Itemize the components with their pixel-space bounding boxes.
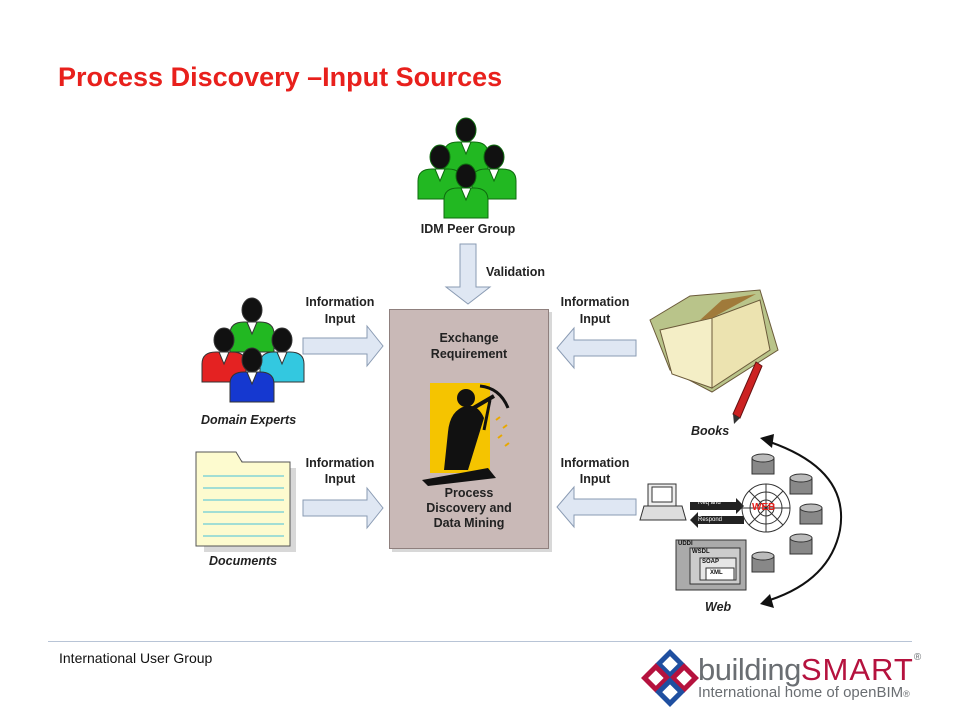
uddi-label: UDDI	[678, 541, 693, 547]
input-label-1b: Input	[324, 312, 356, 326]
documents-caption: Documents	[209, 554, 278, 568]
soap-label: SOAP	[702, 559, 720, 565]
req-respond-label-1: Req and	[698, 500, 721, 506]
input-label-1a: Information	[305, 295, 375, 309]
input-label-4a: Information	[560, 456, 630, 470]
web-word: WEB	[752, 502, 776, 513]
input-label-3a: Information	[560, 295, 630, 309]
data-mining-miner-icon	[422, 383, 510, 486]
footer-divider	[48, 641, 912, 642]
logo-word-brand: SMART	[800, 652, 914, 687]
center-bottom-label-3: Data Mining	[433, 516, 505, 530]
footer-org-text: International User Group	[59, 650, 213, 666]
domain-experts-caption: Domain Experts	[201, 413, 297, 427]
input-label-4b: Input	[579, 472, 611, 486]
buildingsmart-logo-icon	[641, 649, 699, 707]
arrow-web	[556, 485, 637, 529]
web-caption: Web	[705, 600, 732, 614]
center-top-label-2: Requirement	[430, 347, 508, 361]
books-caption: Books	[691, 424, 730, 438]
books-icon	[649, 289, 779, 424]
input-label-2b: Input	[324, 472, 356, 486]
logo-tagline: International home of openBIM®	[698, 684, 910, 701]
input-label-2a: Information	[305, 456, 375, 470]
center-bottom-label-1: Process	[444, 486, 494, 500]
logo-registered-mark: ®	[913, 652, 921, 663]
logo-tagline-mark: ®	[903, 689, 910, 699]
arrow-documents	[302, 486, 384, 530]
documents-icon	[195, 451, 296, 552]
req-respond-label-2: Respond	[698, 517, 723, 523]
wsdl-label: WSDL	[692, 549, 710, 555]
laptop-icon	[639, 483, 687, 521]
center-top-label-1: Exchange	[439, 331, 499, 345]
validation-label: Validation	[486, 265, 546, 279]
logo-word-plain: building	[698, 652, 801, 687]
arrow-books	[556, 326, 637, 370]
center-bottom-label-2: Discovery and	[426, 501, 512, 515]
logo-tagline-text: International home of openBIM	[698, 684, 904, 701]
input-label-3b: Input	[579, 312, 611, 326]
web-graphic	[639, 434, 843, 608]
slide-title: Process Discovery –Input Sources	[58, 62, 503, 92]
logo-wordmark: buildingSMART®	[698, 652, 921, 688]
validation-arrow	[444, 243, 492, 305]
arrow-domain-experts	[302, 324, 384, 368]
peer-group-label: IDM Peer Group	[420, 222, 516, 236]
xml-label: XML	[710, 570, 723, 576]
input-arrows	[302, 324, 637, 530]
